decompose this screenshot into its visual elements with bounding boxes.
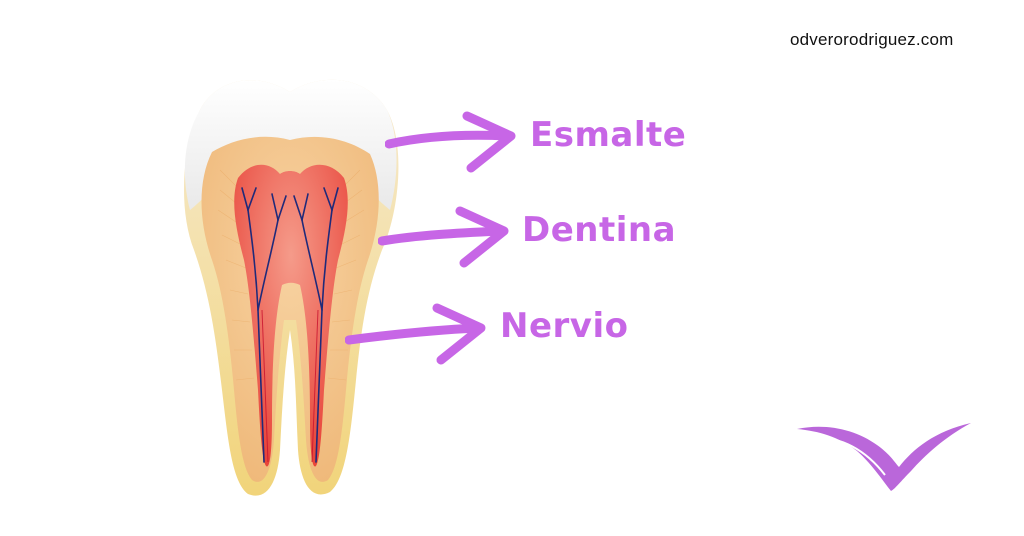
heart-wing-logo-icon	[797, 423, 971, 491]
arrow-dentin	[378, 206, 509, 268]
label-nerve: Nervio	[500, 306, 629, 346]
arrow-nerve	[345, 303, 486, 365]
enamel-layer	[184, 79, 397, 210]
tooth-illustration	[183, 79, 399, 496]
arrow-enamel	[385, 111, 516, 173]
blood-vessels	[261, 309, 319, 463]
site-url: odverorodriguez.com	[790, 30, 954, 49]
label-enamel: Esmalte	[530, 115, 687, 155]
nerve-vessels	[241, 187, 339, 463]
label-dentin: Dentina	[522, 210, 677, 250]
